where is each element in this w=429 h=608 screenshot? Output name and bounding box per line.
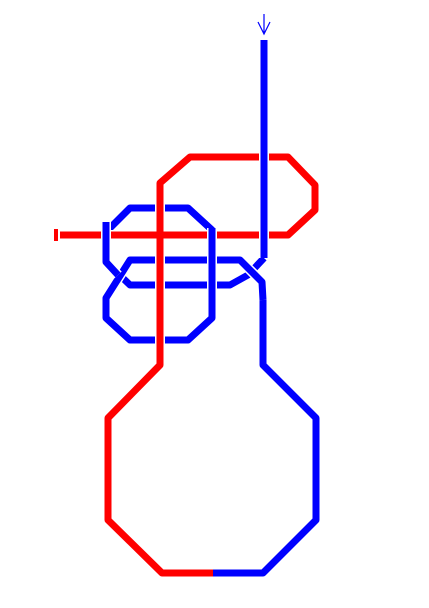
entry-arrow-line xyxy=(257,14,271,36)
red-lower-loop-line xyxy=(104,345,213,577)
red-top-loop-line xyxy=(60,153,319,345)
blue-lower-loop-line xyxy=(213,290,320,577)
end-cap-marker xyxy=(54,229,58,241)
entry-arrow-icon xyxy=(257,14,271,36)
blue-over-left-line xyxy=(102,222,121,278)
blue-over-left xyxy=(101,222,122,279)
red-lower-loop xyxy=(103,345,213,578)
strands-layer xyxy=(54,14,321,578)
red-top-loop xyxy=(60,152,320,345)
blue-lower-loop xyxy=(213,290,321,578)
